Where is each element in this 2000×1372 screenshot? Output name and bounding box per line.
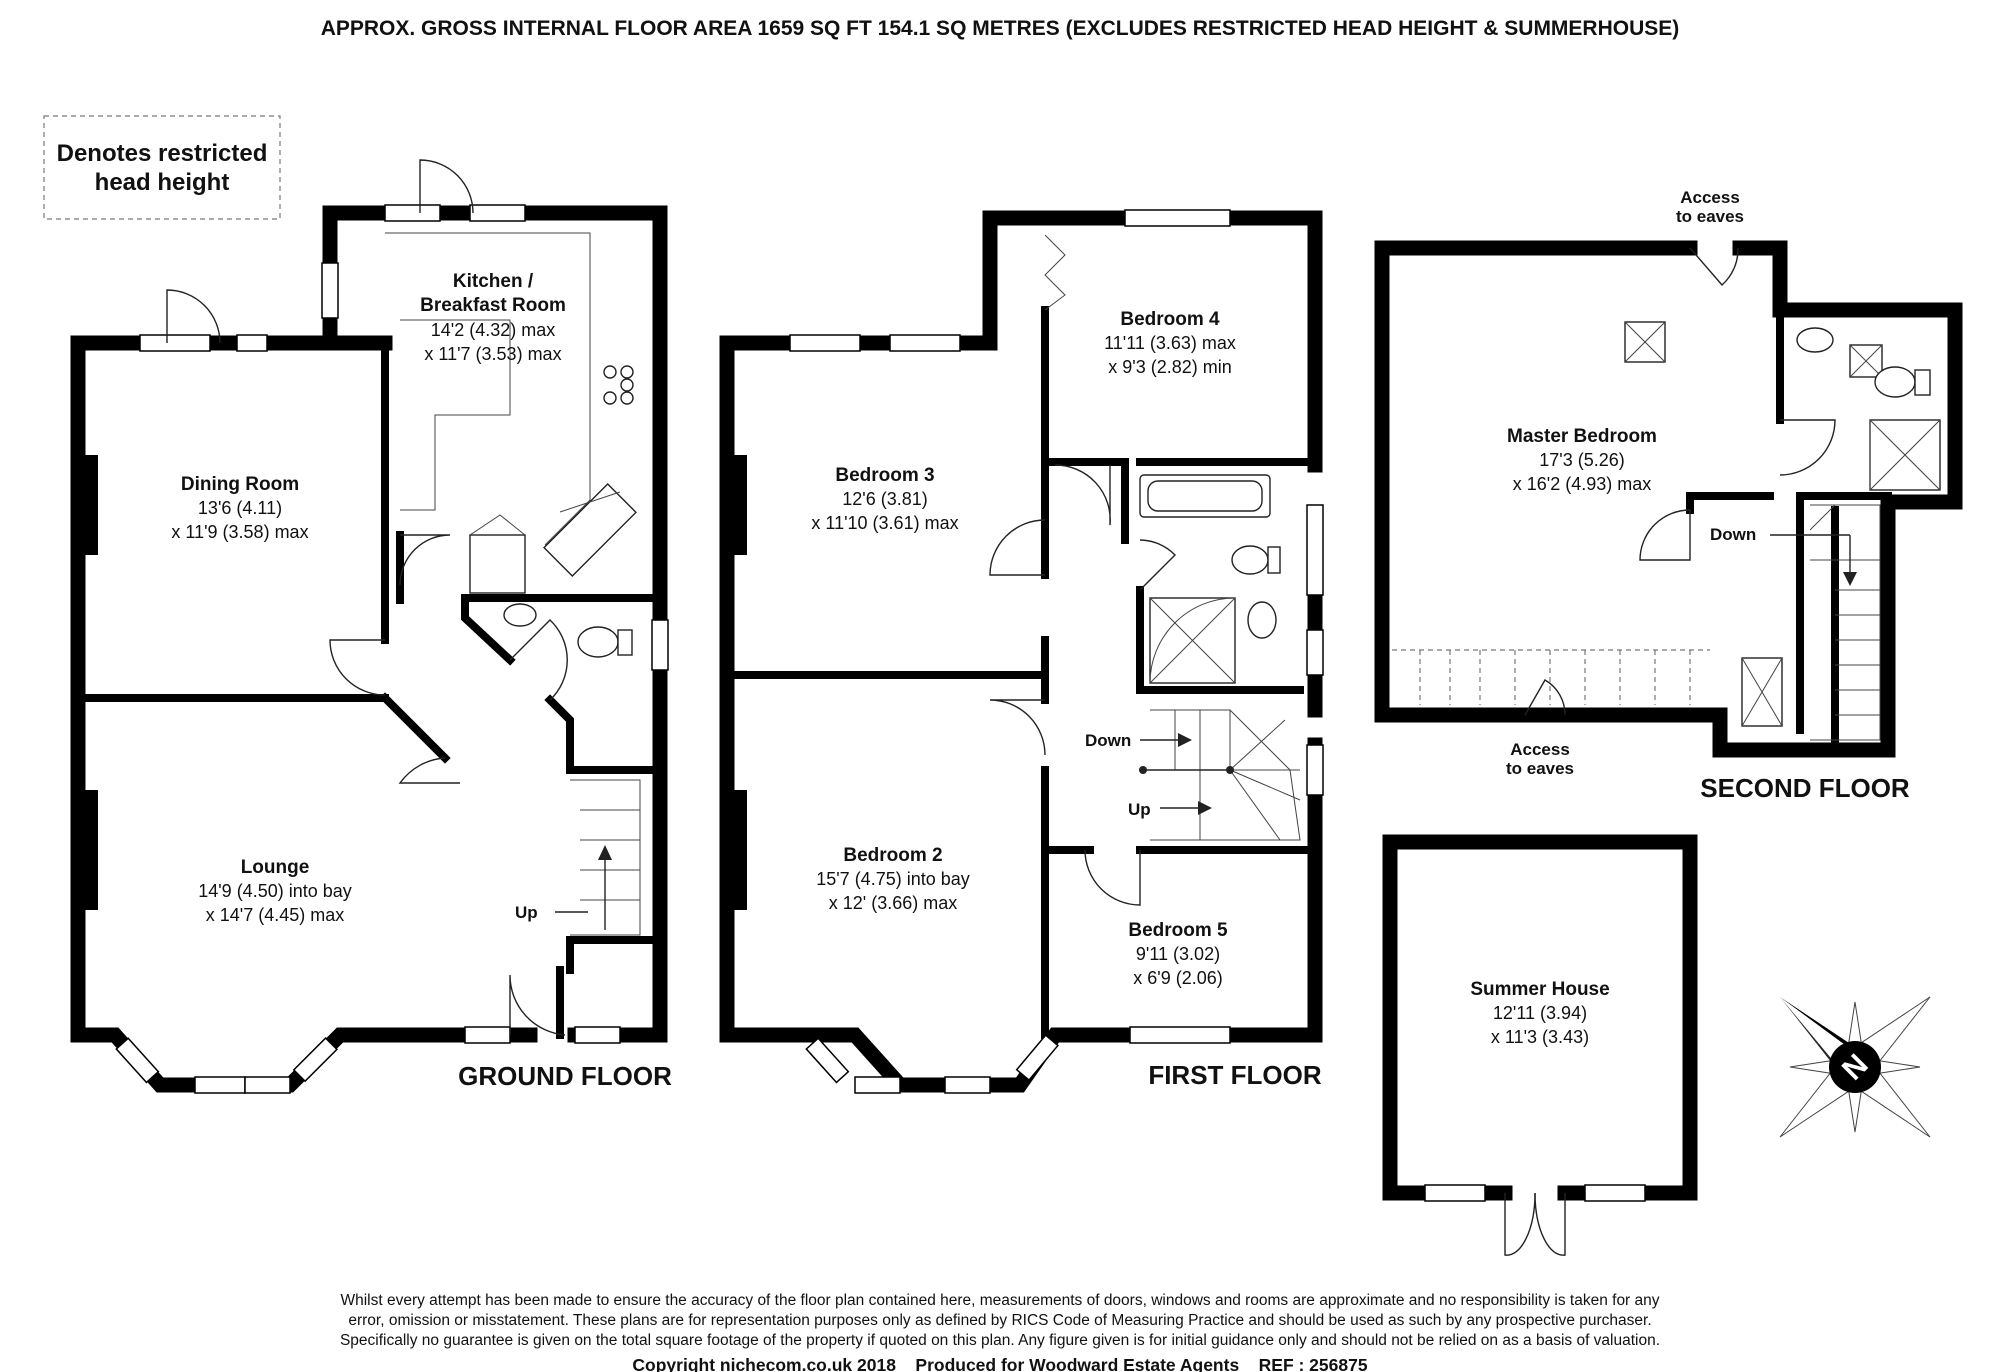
svg-text:12'6 (3.81): 12'6 (3.81)	[842, 489, 928, 509]
svg-text:Bedroom 5: Bedroom 5	[1128, 920, 1228, 941]
svg-text:x 11'10 (3.61) max: x 11'10 (3.61) max	[811, 513, 958, 533]
svg-text:x 9'3 (2.82) min: x 9'3 (2.82) min	[1108, 357, 1232, 377]
svg-text:error, omission or misstatemen: error, omission or misstatement. These p…	[348, 1312, 1651, 1329]
svg-text:Lounge: Lounge	[241, 857, 310, 878]
first-stairs: Down Up	[1085, 709, 1301, 841]
svg-text:Breakfast Room: Breakfast Room	[420, 295, 566, 316]
svg-text:x 11'3 (3.43): x 11'3 (3.43)	[1491, 1027, 1589, 1047]
svg-text:Master Bedroom: Master Bedroom	[1507, 426, 1657, 447]
svg-text:Bedroom 4: Bedroom 4	[1120, 309, 1220, 330]
gross-area-header: APPROX. GROSS INTERNAL FLOOR AREA 1659 S…	[321, 17, 1680, 40]
kitchen-label: Kitchen / Breakfast Room 14'2 (4.32) max…	[420, 271, 566, 364]
svg-text:x 11'7 (3.53) max: x 11'7 (3.53) max	[424, 344, 561, 364]
disclaimer: Whilst every attempt has been made to en…	[340, 1292, 1660, 1349]
svg-text:14'2 (4.32) max: 14'2 (4.32) max	[431, 320, 556, 340]
ground-stairs-up-label: Up	[515, 903, 538, 922]
restricted-height-legend: Denotes restricted head height	[43, 115, 281, 220]
svg-text:Access: Access	[1680, 188, 1740, 207]
svg-text:12'11 (3.94): 12'11 (3.94)	[1493, 1003, 1587, 1023]
first-stairs-down-label: Down	[1085, 731, 1131, 750]
first-floor-plan: Down Up Bedroom 4 11'11 (3.63) max x 9'3…	[719, 209, 1324, 1094]
second-floor-title: SECOND FLOOR	[1700, 773, 1910, 803]
bedroom-5-label: Bedroom 5 9'11 (3.02) x 6'9 (2.06)	[1128, 920, 1228, 988]
svg-text:Kitchen /: Kitchen /	[453, 271, 534, 292]
copyright-line: Copyright nichecom.co.uk 2018 Produced f…	[632, 1355, 1367, 1372]
svg-text:x 11'9 (3.58) max: x 11'9 (3.58) max	[171, 522, 308, 542]
svg-text:x 16'2 (4.93) max: x 16'2 (4.93) max	[1513, 474, 1652, 494]
summer-house-label: Summer House 12'11 (3.94) x 11'3 (3.43)	[1470, 979, 1609, 1047]
second-stairs-down-label: Down	[1710, 525, 1756, 544]
svg-text:Summer House: Summer House	[1470, 979, 1609, 1000]
legend-line-1: Denotes restricted	[57, 140, 268, 167]
svg-text:Access: Access	[1510, 740, 1570, 759]
first-floor-title: FIRST FLOOR	[1148, 1060, 1322, 1090]
svg-text:14'9 (4.50) into bay: 14'9 (4.50) into bay	[198, 881, 352, 901]
svg-text:Specifically no guarantee is g: Specifically no guarantee is given on th…	[340, 1332, 1660, 1349]
svg-text:Whilst every attempt has been: Whilst every attempt has been made to en…	[340, 1292, 1659, 1309]
second-floor-plan: Down Master Bedroom 17'3 (5.26) x 16'2 (…	[1374, 188, 1963, 803]
svg-text:13'6 (4.11): 13'6 (4.11)	[198, 498, 282, 518]
bedroom-4-label: Bedroom 4 11'11 (3.63) max x 9'3 (2.82) …	[1104, 309, 1236, 377]
svg-text:11'11 (3.63) max: 11'11 (3.63) max	[1104, 333, 1236, 353]
compass-rose-icon: N	[1779, 996, 1931, 1138]
lounge-label: Lounge 14'9 (4.50) into bay x 14'7 (4.45…	[198, 857, 352, 925]
svg-text:15'7 (4.75) into bay: 15'7 (4.75) into bay	[816, 869, 970, 889]
eaves-access-top-label: Access to eaves	[1676, 188, 1744, 226]
bedroom-2-label: Bedroom 2 15'7 (4.75) into bay x 12' (3.…	[816, 845, 970, 913]
legend-line-2: head height	[95, 169, 230, 196]
svg-text:x 12' (3.66) max: x 12' (3.66) max	[829, 893, 958, 913]
ground-floor-title: GROUND FLOOR	[458, 1061, 672, 1091]
master-bedroom-label: Master Bedroom 17'3 (5.26) x 16'2 (4.93)…	[1507, 426, 1657, 494]
svg-text:x 14'7 (4.45) max: x 14'7 (4.45) max	[206, 905, 345, 925]
ground-stairs: Up	[515, 779, 641, 936]
first-stairs-up-label: Up	[1128, 800, 1151, 819]
svg-text:to eaves: to eaves	[1506, 759, 1574, 778]
svg-text:x 6'9 (2.06): x 6'9 (2.06)	[1133, 968, 1222, 988]
svg-text:Dining Room: Dining Room	[181, 474, 299, 495]
svg-text:9'11 (3.02): 9'11 (3.02)	[1136, 944, 1220, 964]
svg-text:to eaves: to eaves	[1676, 207, 1744, 226]
bedroom-3-label: Bedroom 3 12'6 (3.81) x 11'10 (3.61) max	[811, 465, 958, 533]
svg-text:Bedroom 2: Bedroom 2	[843, 845, 942, 866]
ground-floor-plan: Up Kitchen / Breakfast Room 14'2 (4.32) …	[70, 159, 672, 1094]
dining-room-label: Dining Room 13'6 (4.11) x 11'9 (3.58) ma…	[171, 474, 308, 542]
svg-text:17'3 (5.26): 17'3 (5.26)	[1539, 450, 1625, 470]
eaves-access-bottom-label: Access to eaves	[1506, 740, 1574, 778]
svg-text:Bedroom 3: Bedroom 3	[835, 465, 934, 486]
second-stairs: Down	[1710, 504, 1881, 741]
summer-house-plan: Summer House 12'11 (3.94) x 11'3 (3.43)	[1382, 834, 1698, 1256]
